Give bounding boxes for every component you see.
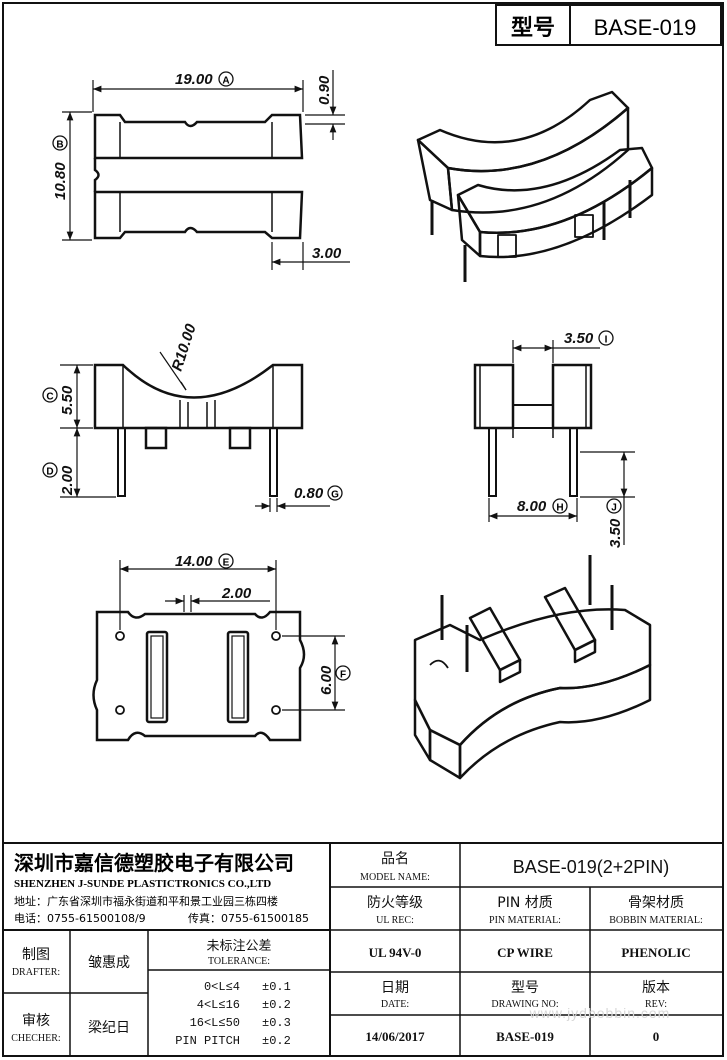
header-model-box: 型号 BASE-019 [495,4,722,46]
tol-value-0: ±0.1 [262,980,291,994]
model-name-cn: 品名 [381,851,409,867]
dim-side-pin: 8.00 [517,498,547,515]
title-block-text: 品名 MODEL NAME: BASE-019(2+2PIN) 防火等级 UL … [11,851,703,1048]
tol-range-2: 16<L≤50 [190,1016,240,1030]
side-view-dims [488,340,635,545]
pin-mat-cn: PIN 材质 [497,895,553,911]
rev-en: REV: [645,999,667,1010]
rev-value: 0 [653,1029,660,1044]
ul-value: UL 94V-0 [369,945,422,960]
ul-en: UL REC: [376,915,414,926]
dim-side-gap: 3.50 [564,330,594,347]
company-name-cn: 深圳市嘉信德塑胶电子有限公司 [14,851,294,875]
drafter-cn: 制图 [22,947,50,963]
ref-j: J [611,503,617,514]
rev-cn: 版本 [642,980,670,996]
top-view-dims [62,70,350,270]
checker-en: CHECHER: [11,1033,60,1044]
bottom-view [92,610,306,742]
watermark: www.jydbobbin.com [529,1005,671,1021]
bobbin-value: PHENOLIC [621,945,690,960]
dim-front-height: 5.50 [59,385,76,415]
company-name-en: SHENZHEN J-SUNDE PLASTICTRONICS CO.,LTD [14,878,271,890]
model-name-en: MODEL NAME: [360,872,430,883]
date-cn: 日期 [381,980,409,996]
dim-pin-dia: 0.80 [294,485,324,502]
tol-value-2: ±0.3 [262,1016,291,1030]
dim-bottom-width: 14.00 [175,553,213,570]
side-view [473,363,593,497]
dim-side-pin-len: 3.50 [607,518,624,548]
company-address: 地址：广东省深圳市福永街道和平和景工业园三栋四楼 [14,894,278,908]
title-block-lines [3,842,723,1056]
header-model-label: 型号 [511,16,555,41]
front-view-labels: R10.00 5.50 C 2.00 D 0.80 G [42,321,343,502]
checker-name: 梁纪日 [88,1020,130,1036]
ref-e: E [223,558,230,569]
iso-view-bottom [413,555,652,780]
tol-en: TOLERANCE: [208,956,270,967]
front-view-dims [60,351,330,512]
bottom-view-dims [119,560,345,711]
iso-view-top [416,90,654,282]
ref-g: G [331,490,339,501]
date-value: 14/06/2017 [365,1029,425,1044]
dim-bottom-gap: 2.00 [221,585,252,602]
ref-h: H [556,503,563,514]
ref-d: D [46,467,53,478]
ul-cn: 防火等级 [367,894,423,911]
ref-c: C [46,392,53,403]
header-model-value: BASE-019 [594,15,697,40]
pin-mat-en: PIN MATERIAL: [489,915,561,926]
dim-bottom-height: 6.00 [318,665,335,695]
ref-b: B [56,140,63,151]
side-view-labels: 3.50 I 8.00 H 3.50 J [517,330,624,548]
drawing-cn: 型号 [511,980,539,996]
date-en: DATE: [381,999,409,1010]
drafter-en: DRAFTER: [12,967,60,978]
top-view [93,113,304,240]
dim-top-depth: 0.90 [316,75,333,105]
tol-range-3: PIN PITCH [175,1034,240,1048]
ref-a: A [222,76,229,87]
bobbin-cn: 骨架材质 [628,895,684,911]
ref-f: F [340,670,346,681]
tol-range-1: 4<L≤16 [197,998,240,1012]
ref-i: I [605,335,608,346]
drawing-en: DRAWING NO: [491,999,558,1010]
drawing-value: BASE-019 [496,1029,554,1044]
checker-cn: 审核 [22,1013,50,1029]
dim-top-slot: 3.00 [312,245,342,262]
model-name-value: BASE-019(2+2PIN) [513,857,670,877]
front-view [93,363,304,497]
tol-value-3: ±0.2 [262,1034,291,1048]
pin-value: CP WIRE [497,945,553,960]
dim-top-height: 10.80 [52,162,69,200]
bottom-view-labels: 14.00 E 2.00 6.00 F [175,553,351,695]
dim-pin-len: 2.00 [59,465,76,496]
company-info: 深圳市嘉信德塑胶电子有限公司 SHENZHEN J-SUNDE PLASTICT… [14,851,309,925]
tol-range-0: 0<L≤4 [204,980,240,994]
company-phone: 电话：0755-61500108/9 [14,912,146,925]
company-fax: 传真：0755-61500185 [188,911,309,925]
tol-cn: 未标注公差 [206,939,271,954]
drafter-name: 皱惠成 [88,955,130,971]
dim-top-width: 19.00 [175,71,213,88]
top-view-labels: 19.00 A 0.90 10.80 B 3.00 [52,71,342,262]
dim-radius: R10.00 [169,321,200,373]
tol-value-1: ±0.2 [262,998,291,1012]
bobbin-en: BOBBIN MATERIAL: [609,915,703,926]
